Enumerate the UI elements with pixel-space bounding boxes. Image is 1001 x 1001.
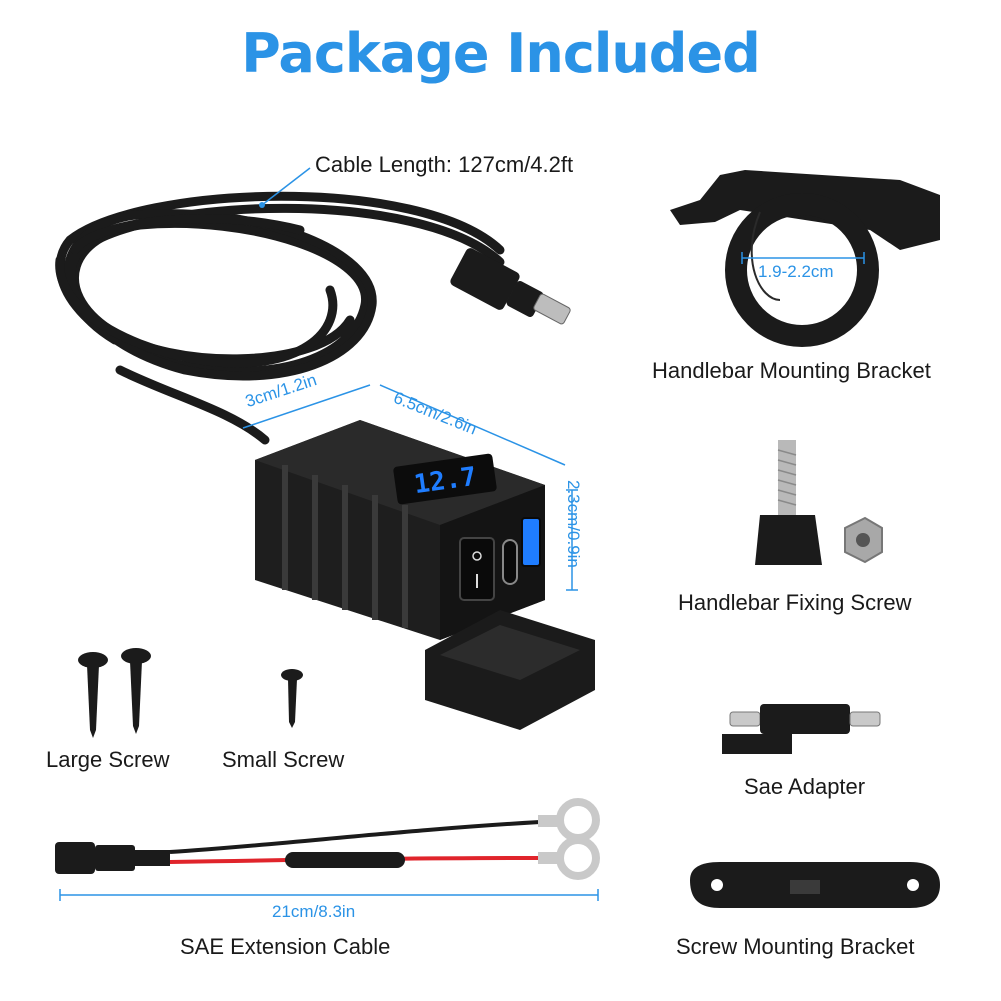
dust-cap — [425, 610, 595, 730]
handlebar-bracket-art — [670, 170, 940, 347]
extension-dimension: 21cm/8.3in — [272, 902, 356, 921]
coiled-cable — [55, 191, 505, 445]
sae-connector — [450, 248, 571, 325]
extension-cable-label: SAE Extension Cable — [180, 934, 391, 959]
screw-bracket-label: Screw Mounting Bracket — [676, 934, 915, 959]
small-screw-art — [281, 669, 303, 728]
fixing-screw-art — [755, 440, 883, 565]
large-screws-art — [78, 648, 151, 738]
screw-mounting-bracket-art — [690, 862, 940, 908]
height-dimension: 2.3cm/0.9in — [564, 480, 583, 568]
sae-adapter-art — [722, 704, 881, 754]
handlebar-bracket-label: Handlebar Mounting Bracket — [652, 358, 931, 383]
page-title: Package Included — [241, 22, 760, 85]
large-screw-label: Large Screw — [46, 747, 170, 772]
sae-adapter-label: Sae Adapter — [744, 774, 866, 799]
small-screw-label: Small Screw — [222, 747, 345, 772]
cable-length-label: Cable Length: 127cm/4.2ft — [315, 152, 574, 177]
fixing-screw-label: Handlebar Fixing Screw — [678, 590, 912, 615]
clamp-dimension: 1.9-2.2cm — [758, 262, 834, 281]
extension-cable-art — [55, 798, 600, 880]
usb-charger-device: 12.7 — [255, 420, 545, 640]
